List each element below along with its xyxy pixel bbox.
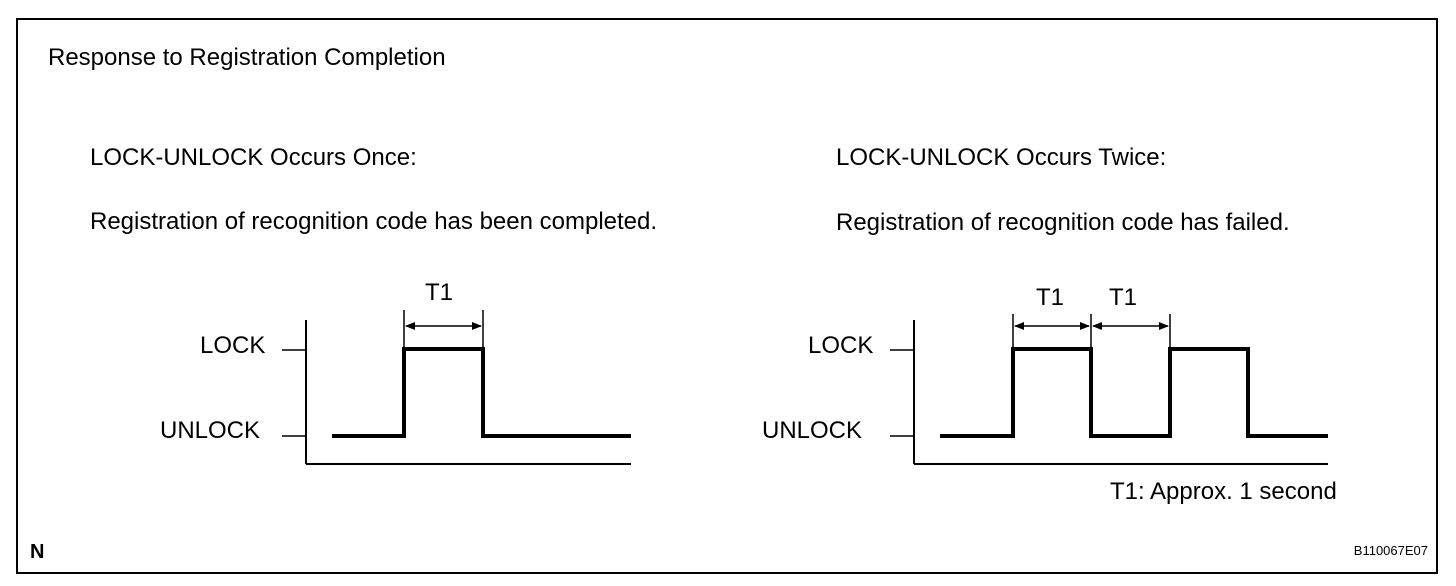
right-t1-label-second: T1 xyxy=(1109,284,1138,311)
right-lock-label: LOCK xyxy=(808,332,874,359)
right-unlock-label: UNLOCK xyxy=(762,417,863,444)
left-unlock-label: UNLOCK xyxy=(160,417,261,444)
right-timing-diagram xyxy=(890,314,1328,465)
corner-letter: N xyxy=(30,541,45,563)
left-signal-waveform xyxy=(332,347,631,438)
right-signal-waveform xyxy=(940,347,1328,438)
left-timing-diagram xyxy=(282,310,631,465)
right-panel-heading: LOCK-UNLOCK Occurs Twice: xyxy=(836,144,1167,171)
left-panel-heading: LOCK-UNLOCK Occurs Once: xyxy=(90,144,417,171)
right-panel-description: Registration of recognition code has fai… xyxy=(836,209,1290,236)
figure-frame xyxy=(16,18,1438,574)
figure-code: B110067E07 xyxy=(1353,543,1428,558)
left-lock-label: LOCK xyxy=(200,332,266,359)
left-panel-description: Registration of recognition code has bee… xyxy=(90,208,658,235)
timing-note: T1: Approx. 1 second xyxy=(1110,478,1337,505)
left-t1-label: T1 xyxy=(425,279,454,306)
figure-title: Response to Registration Completion xyxy=(48,44,446,71)
right-t1-label-first: T1 xyxy=(1036,284,1065,311)
